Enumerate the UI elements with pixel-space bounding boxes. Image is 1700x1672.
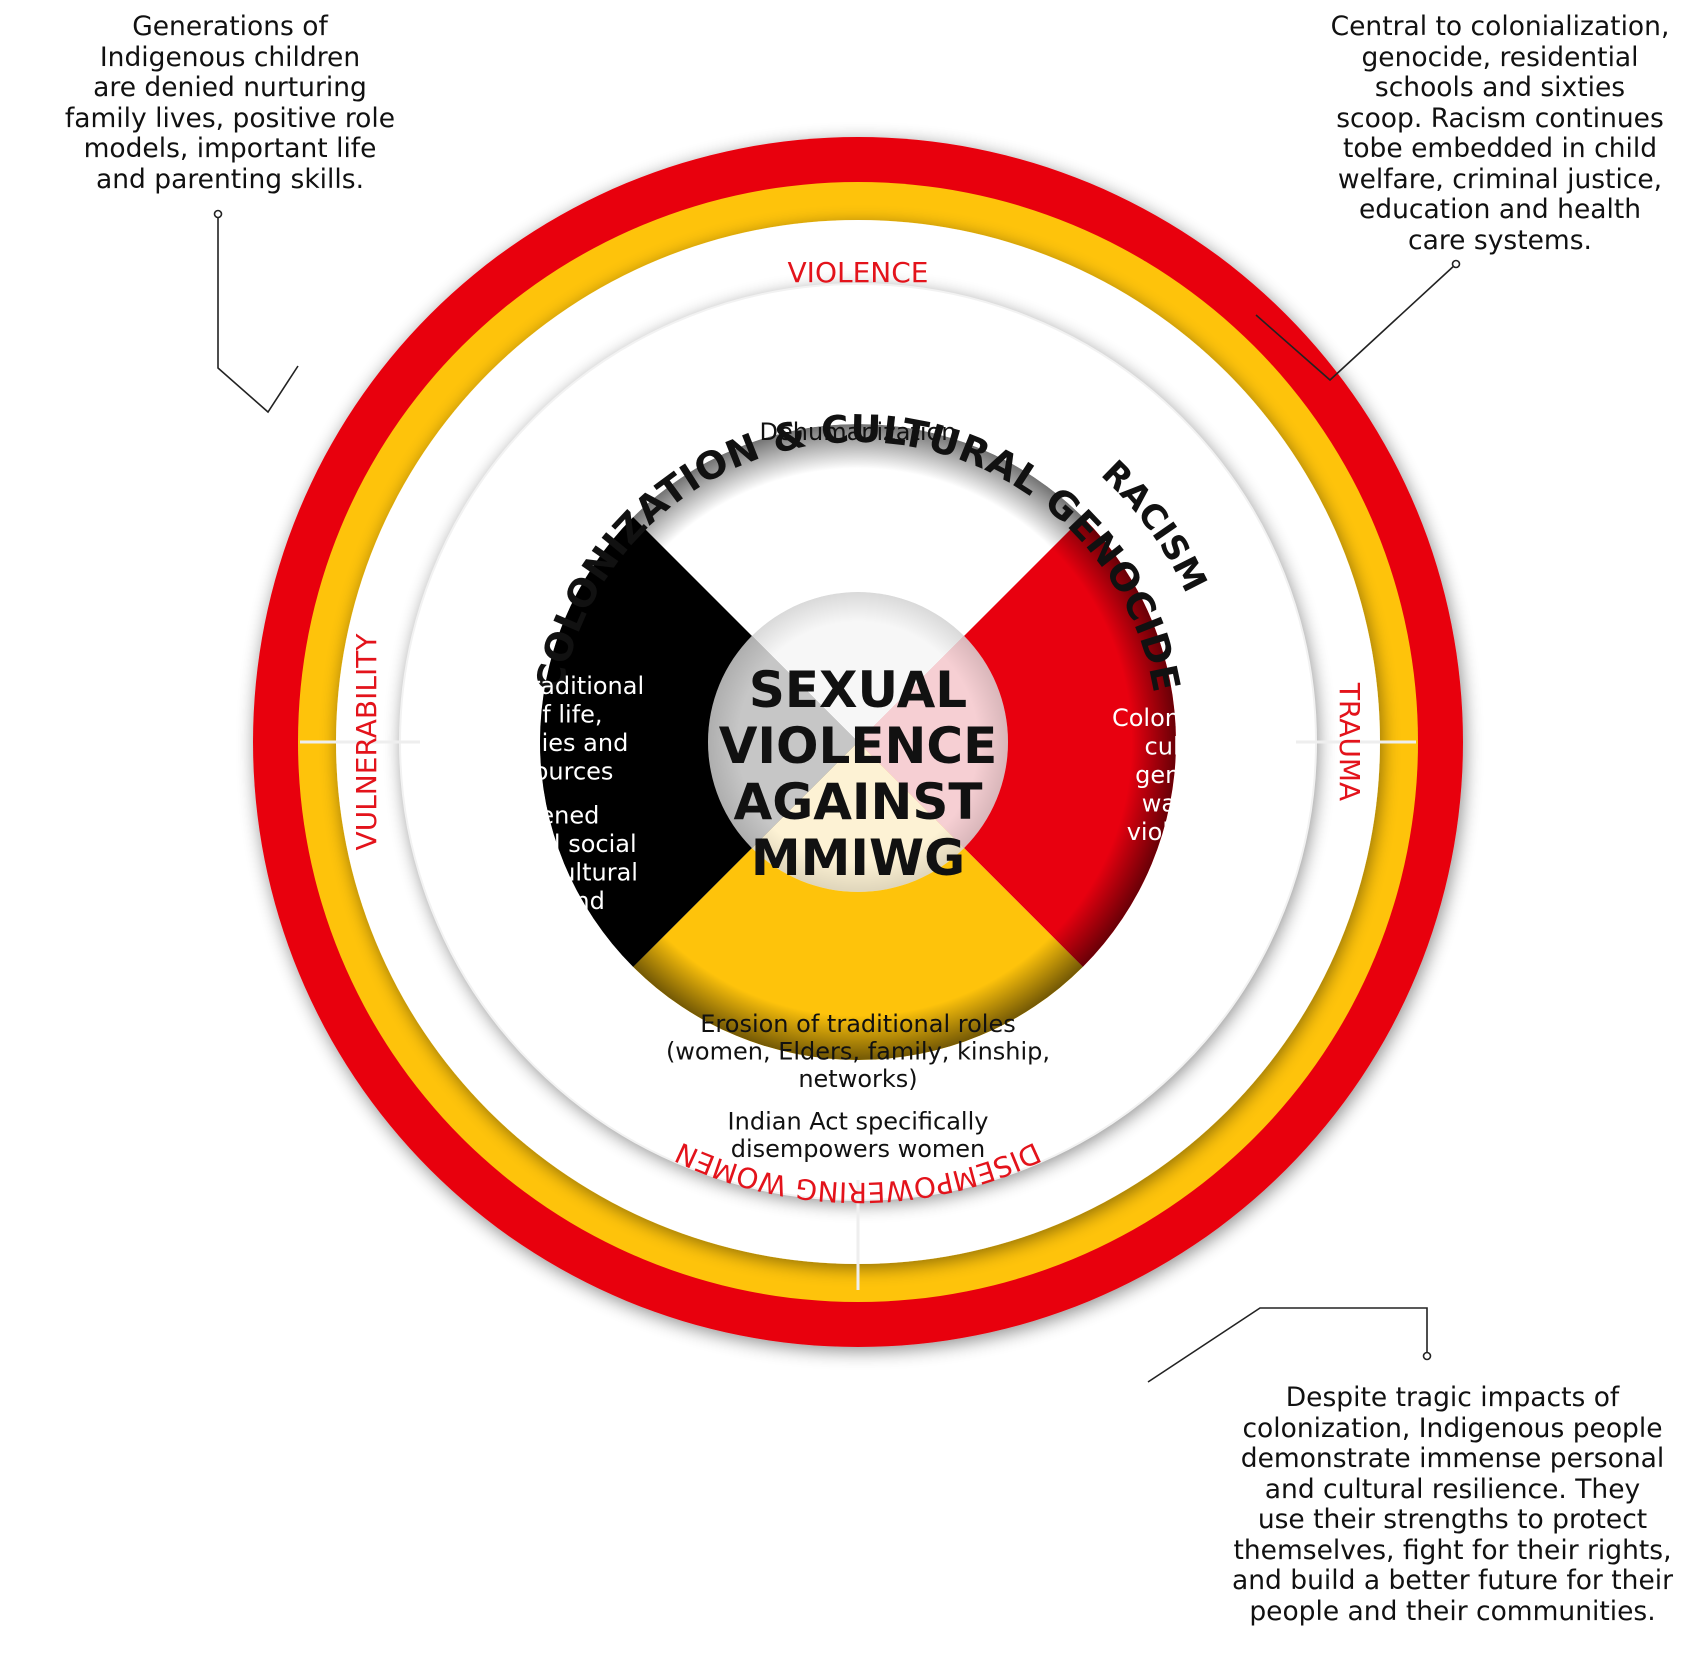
text-line: violent act xyxy=(1127,818,1254,846)
note-line: Despite tragic impacts of xyxy=(1285,1382,1620,1413)
note-line: Central to colonialization, xyxy=(1330,11,1670,42)
resilience-leader-line xyxy=(1147,1307,1428,1383)
note-line: models, important life xyxy=(83,133,377,164)
note-line: are denied nurturing xyxy=(93,72,367,103)
text-line: Erosion of traditional roles xyxy=(700,1010,1015,1038)
note-line: family lives, positive role xyxy=(64,102,396,134)
text-line: food sources xyxy=(461,758,614,786)
note-line: colonization, Indigenous people xyxy=(1242,1412,1663,1444)
note-line: use their strengths to protect xyxy=(1257,1504,1648,1535)
text-line: was/is a xyxy=(1142,790,1238,818)
note-line: and parenting skills. xyxy=(95,163,364,195)
text-line: controls, cultural xyxy=(436,859,638,887)
text-line: Colonization/ xyxy=(1112,704,1269,732)
leader-dot xyxy=(1451,259,1461,269)
note-line: tobe embedded in child xyxy=(1342,133,1658,164)
text-line: MMIWG xyxy=(751,829,965,887)
note-line: education and health xyxy=(1358,194,1642,225)
violence-direction-label: VIOLENCE xyxy=(788,256,929,289)
text-line: SEXUAL xyxy=(749,661,967,719)
note-line: scoop. Racism continues xyxy=(1336,102,1664,134)
text-line: AGAINST xyxy=(734,773,983,831)
text-line: VIOLENCE xyxy=(719,717,998,775)
note-line: and build a better future for their xyxy=(1231,1565,1673,1596)
note-line: genocide, residential xyxy=(1361,41,1639,73)
note-line: Indigenous children xyxy=(99,41,361,73)
text-line: way of life, xyxy=(471,701,602,729)
intergenerational-trauma-leader-line xyxy=(217,214,299,414)
racism-note: Central to colonialization,genocide, res… xyxy=(1300,11,1700,256)
text-line: Loss of traditional xyxy=(430,672,644,700)
text-line: traditional social xyxy=(437,830,636,858)
leader-dot xyxy=(213,209,223,219)
text-line: values xyxy=(498,916,576,944)
racism-leader-line xyxy=(1255,263,1457,382)
leader-dot xyxy=(1422,1351,1432,1361)
text-line: norms, and xyxy=(469,887,605,915)
note-line: Generations of xyxy=(132,11,328,42)
note-line: care systems. xyxy=(1408,224,1592,256)
text-line: Dehumanization xyxy=(760,418,957,446)
text-line: Weakened xyxy=(475,802,600,830)
text-line: disempowers women xyxy=(731,1135,986,1163)
center-circle xyxy=(708,592,1008,892)
text-line: (women, Elders, family, kinship, xyxy=(666,1038,1050,1066)
quadrant-top-text: Dehumanization xyxy=(760,418,957,446)
trauma-direction-label: TRAUMA xyxy=(1333,682,1366,801)
note-line: welfare, criminal justice, xyxy=(1337,163,1663,195)
quadrant-bottom-text: Erosion of traditional roles(women, Elde… xyxy=(666,1010,1050,1163)
note-line: and cultural resilience. They xyxy=(1264,1473,1641,1505)
note-line: themselves, fight for their rights, xyxy=(1233,1534,1672,1566)
text-line: cultural xyxy=(1145,733,1236,761)
vulnerability-direction-label: VULNERABILITY xyxy=(350,633,383,851)
text-line: Indian Act specifically xyxy=(728,1108,989,1136)
note-line: demonstrate immense personal xyxy=(1240,1443,1665,1474)
text-line: networks) xyxy=(798,1065,917,1093)
note-line: people and their communities. xyxy=(1249,1595,1656,1627)
note-line: schools and sixties xyxy=(1374,72,1626,103)
text-line: economies and xyxy=(446,729,629,757)
text-line: genocide xyxy=(1135,761,1245,789)
